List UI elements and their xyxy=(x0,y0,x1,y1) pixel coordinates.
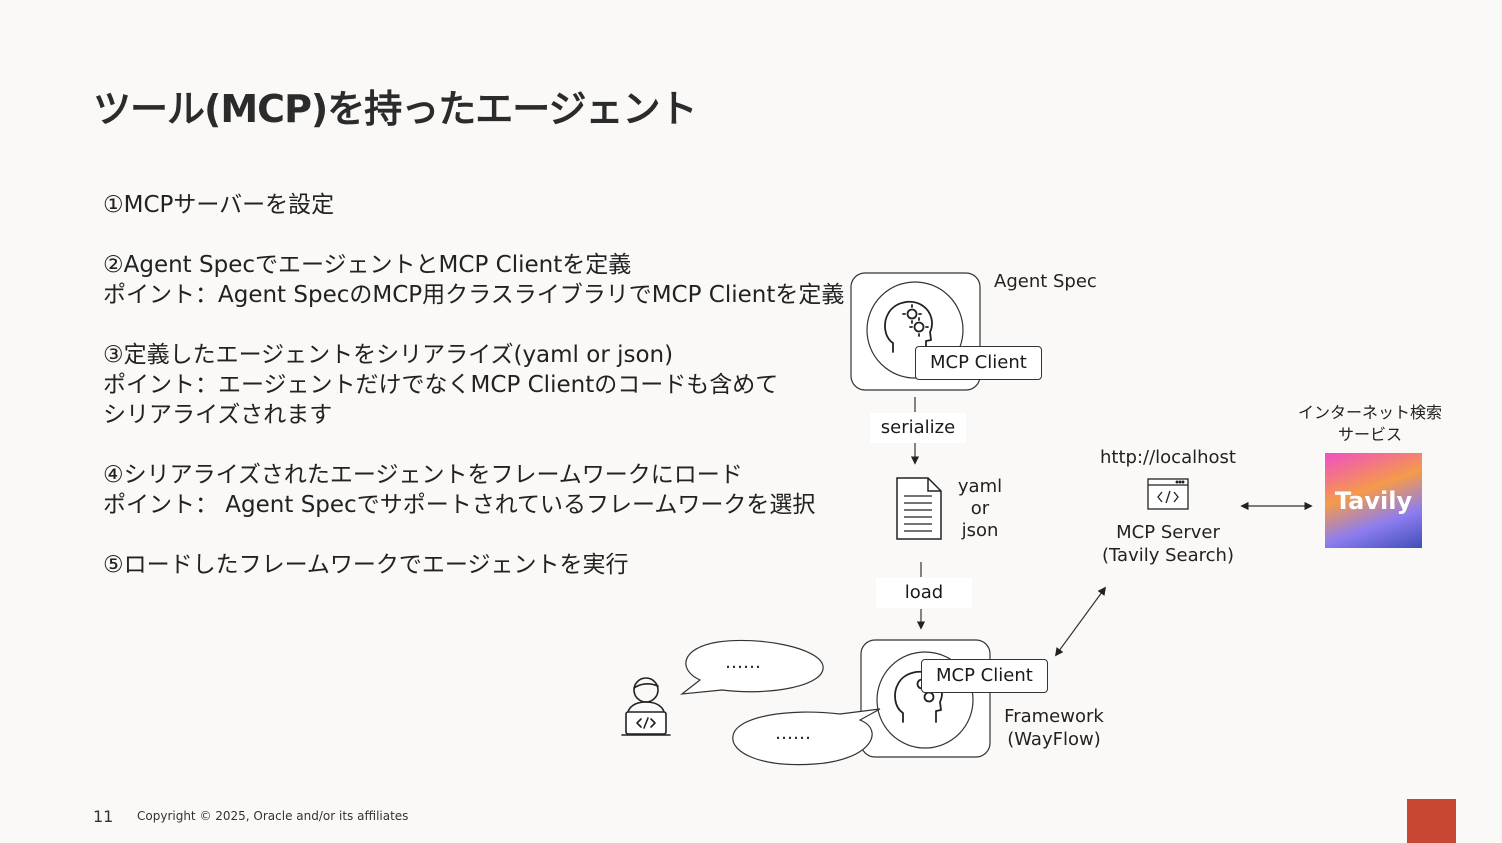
code-window-icon xyxy=(1147,478,1189,510)
step-1: ①MCPサーバーを設定 xyxy=(103,192,335,218)
server-label: MCP Server (Tavily Search) xyxy=(1088,521,1248,567)
framework-label: Framework (WayFlow) xyxy=(994,705,1114,751)
speech-bubble-agent xyxy=(732,708,881,766)
agent-spec-label: Agent Spec xyxy=(994,271,1097,292)
slide-title: ツール(MCP)を持ったエージェント xyxy=(93,87,698,131)
file-label-yaml: yaml xyxy=(957,476,1003,497)
step-2-point: ポイント：Agent SpecのMCP用クラスライブラリでMCP Clientを… xyxy=(103,282,845,308)
page-number: 11 xyxy=(93,807,114,826)
speech-bubble-user xyxy=(679,639,824,695)
step-4: ④シリアライズされたエージェントをフレームワークにロード xyxy=(103,462,743,488)
steps-list: ①MCPサーバーを設定 ②Agent SpecでエージェントとMCP Clien… xyxy=(103,190,845,580)
step-3-point: ポイント：エージェントだけでなくMCP Clientのコードも含めてシリアライズ… xyxy=(103,372,779,428)
step-5: ⑤ロードしたフレームワークでエージェントを実行 xyxy=(103,552,629,578)
file-label-or: or xyxy=(970,498,990,519)
framework-label-2: (WayFlow) xyxy=(1007,729,1101,750)
server-label-2: (Tavily Search) xyxy=(1102,545,1234,566)
mcp-client-bottom: MCP Client xyxy=(921,659,1048,693)
service-label-2: サービス xyxy=(1337,425,1402,444)
oracle-logo xyxy=(1407,799,1456,843)
step-2: ②Agent SpecでエージェントとMCP Clientを定義 xyxy=(103,252,632,278)
service-label-1: インターネット検索 xyxy=(1297,403,1442,422)
tavily-logo: Tavily xyxy=(1325,453,1422,548)
step-3: ③定義したエージェントをシリアライズ(yaml or json) xyxy=(103,342,674,368)
bubble-text-user: …… xyxy=(725,652,761,673)
user-laptop-icon xyxy=(621,677,671,736)
server-label-1: MCP Server xyxy=(1116,522,1220,543)
document-icon xyxy=(896,477,942,540)
load-label: load xyxy=(876,578,972,608)
copyright-text: Copyright © 2025, Oracle and/or its affi… xyxy=(137,809,409,823)
mcp-client-top: MCP Client xyxy=(915,346,1042,380)
file-label: yaml or json xyxy=(950,476,1010,542)
serialize-label: serialize xyxy=(870,413,966,443)
framework-server-arrow xyxy=(1055,586,1106,657)
service-label: インターネット検索 サービス xyxy=(1295,402,1445,446)
bubble-text-agent: …… xyxy=(775,723,811,744)
tavily-logo-text: Tavily xyxy=(1334,486,1413,515)
framework-label-1: Framework xyxy=(1004,706,1104,727)
agent-head-gears-icon xyxy=(884,300,933,353)
file-label-json: json xyxy=(961,520,999,541)
step-4-point: ポイント： Agent Specでサポートされているフレームワークを選択 xyxy=(103,492,816,518)
server-url: http://localhost xyxy=(1100,447,1236,468)
